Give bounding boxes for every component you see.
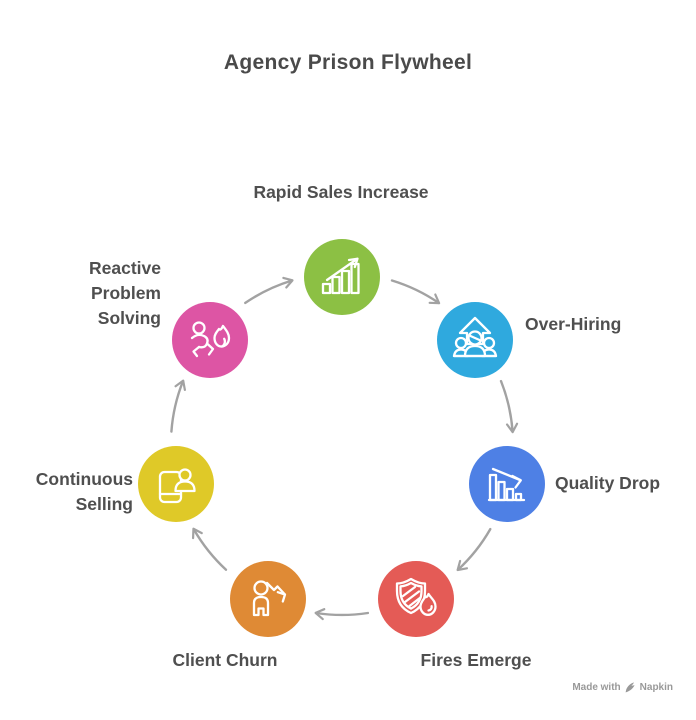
running-person-flame-icon [190,321,231,358]
node-fires-emerge [378,561,454,637]
label-over-hiring: Over-Hiring [525,314,622,334]
label-rapid-sales-increase: Rapid Sales Increase [253,182,429,202]
node-circle [378,561,454,637]
team-growth-arrow-icon [452,316,498,358]
bar-chart-declining-icon [487,467,526,502]
arrow-rapid-sales-to-over-hiring [390,279,441,305]
arrow-fires-emerge-to-client-churn [314,608,370,621]
arrow-continuous-selling-to-reactive [170,379,186,433]
label-client-churn: Client Churn [172,650,278,670]
arrow-client-churn-to-continuous-selling [191,527,228,571]
arrow-over-hiring-to-quality-drop [499,379,519,434]
node-circle [172,302,248,378]
bar-chart-rising-icon [321,257,360,295]
watermark-prefix: Made with [572,681,621,693]
phone-person-icon [158,468,196,504]
node-reactive-problem-solving [172,302,248,378]
node-client-churn [230,561,306,637]
page-title: Agency Prison Flywheel [223,51,473,74]
node-over-hiring [437,302,513,378]
arrow-quality-drop-to-fires-emerge [456,527,492,572]
person-decline-arrow-icon [252,580,287,617]
node-rapid-sales-increase [304,239,380,315]
node-continuous-selling [138,446,214,522]
watermark-brand: Napkin [639,681,673,693]
label-reactive-problem-solving: Reactive Problem Solving [89,258,161,328]
arrow-reactive-to-rapid-sales [244,276,294,305]
watermark: Made with Napkin [572,680,673,694]
label-quality-drop: Quality Drop [555,473,661,493]
shield-flame-icon [395,577,437,616]
label-fires-emerge: Fires Emerge [420,650,532,670]
label-continuous-selling: Continuous Selling [35,469,133,514]
node-circle [469,446,545,522]
napkin-logo-icon [625,681,635,692]
node-circle [138,446,214,522]
node-quality-drop [469,446,545,522]
